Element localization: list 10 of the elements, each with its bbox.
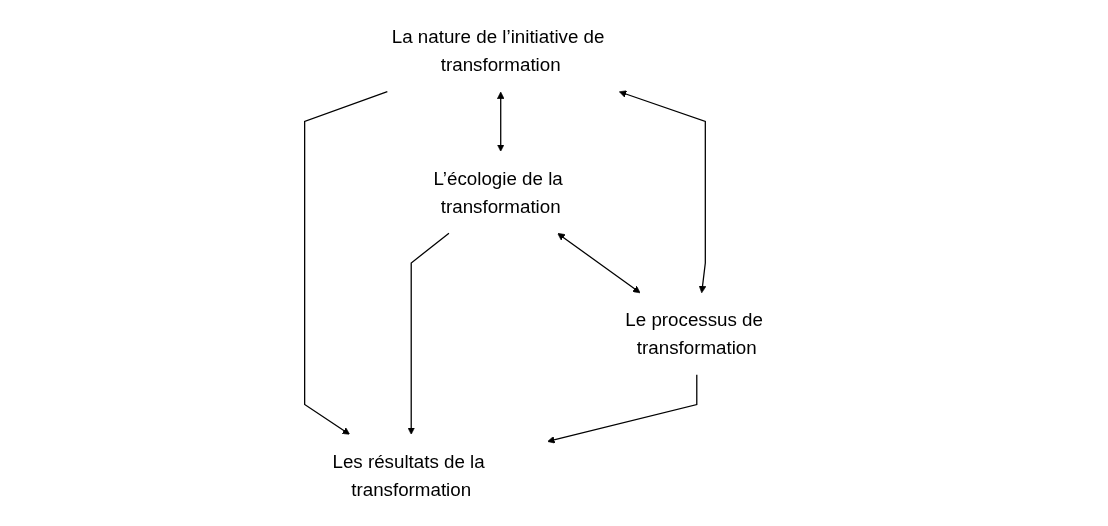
arrow xyxy=(619,90,707,294)
arrow xyxy=(496,91,505,152)
node-text: L’écologie de la transformation xyxy=(433,167,563,217)
arrow xyxy=(547,374,698,444)
arrow xyxy=(304,91,388,435)
node-text: Les résultats de la transformation xyxy=(332,450,485,500)
arrow xyxy=(407,232,450,435)
node-text: Le processus de transformation xyxy=(625,309,763,359)
node-text: La nature de l’initiative de transformation xyxy=(391,26,605,76)
arrow xyxy=(557,233,641,294)
